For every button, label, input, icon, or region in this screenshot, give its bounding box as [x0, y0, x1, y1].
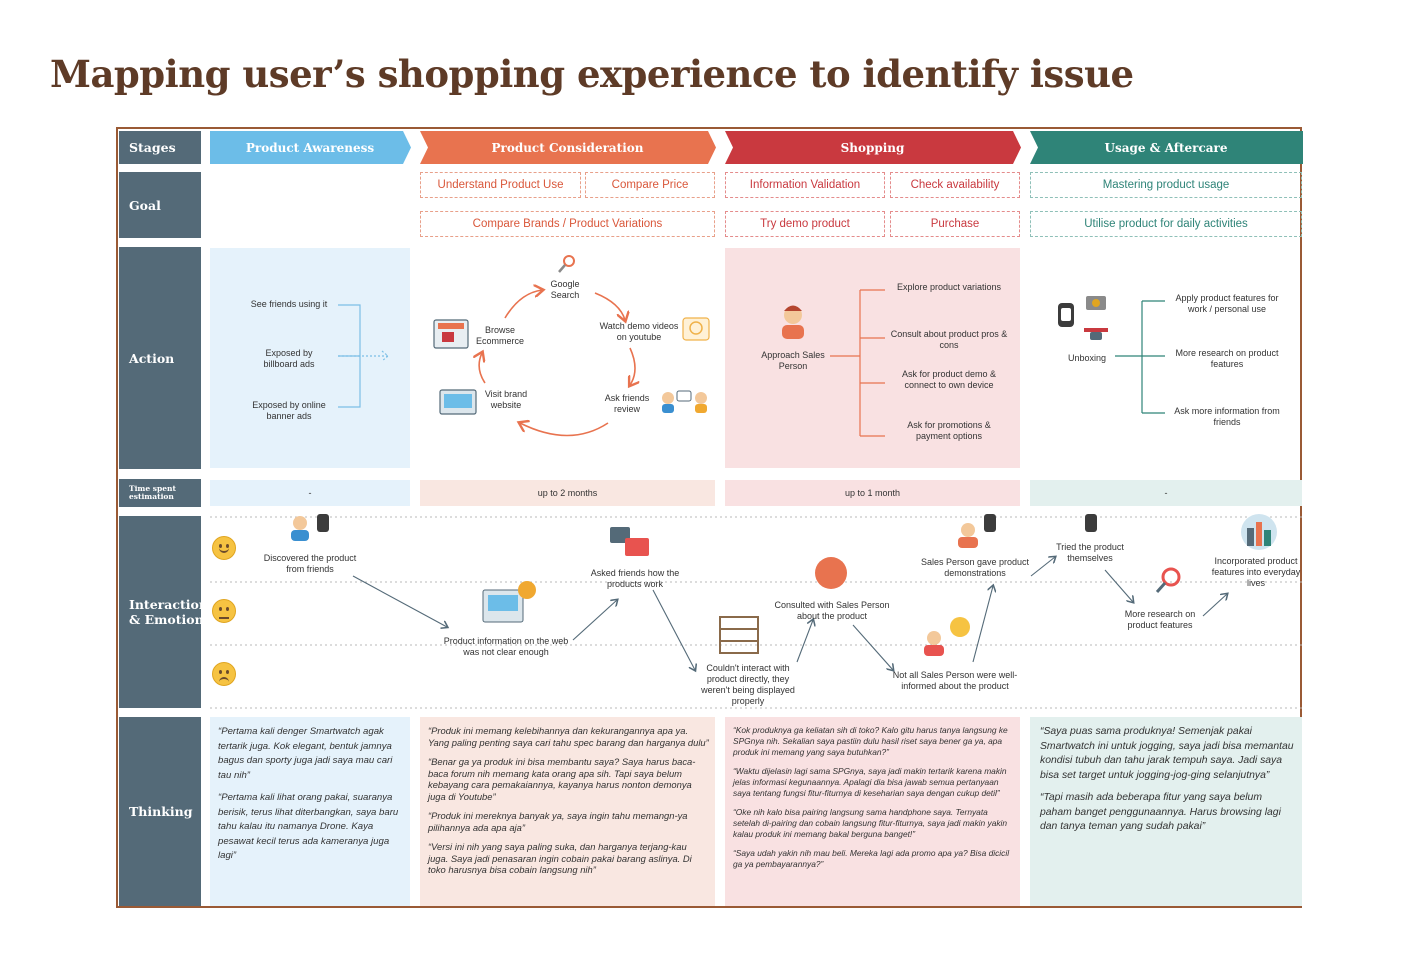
drone-icon: [1084, 328, 1108, 332]
action-visit-brand: Visit brand website: [484, 389, 528, 410]
friend-icon: [662, 392, 674, 404]
goal-utilise-product: Utilise product for daily activities: [1030, 211, 1302, 237]
time-consideration: up to 2 months: [420, 480, 715, 506]
action-ask-promotions: Ask for promotions & payment options: [907, 420, 991, 441]
goal-check-availability: Check availability: [890, 172, 1020, 198]
happy-face-icon: [212, 536, 236, 560]
interaction-incorporated: Incorporated product features into every…: [1211, 556, 1301, 588]
question-icon: [518, 581, 536, 599]
thinking-shopping: “Kok produknya ga keliatan sih di toko? …: [725, 717, 1020, 906]
quote: “Benar ga ya produk ini bisa membantu sa…: [428, 756, 696, 802]
action-ask-demo: Ask for product demo & connect to own de…: [901, 369, 997, 390]
quote: “Produk ini memang kelebihannya dan keku…: [428, 725, 709, 748]
speech-bubble-icon: [950, 617, 970, 637]
goal-compare-brands: Compare Brands / Product Variations: [420, 211, 715, 237]
shopping-connector: [782, 289, 885, 437]
action-watch-demo: Watch demo videos on youtube: [599, 321, 679, 342]
question-bubble-icon: [815, 557, 847, 589]
smartwatch-icon: [317, 514, 329, 532]
interaction-consulted: Consulted with Sales Person about the pr…: [774, 600, 890, 621]
quote: “Saya udah yakin nih mau beli. Mereka la…: [733, 848, 1010, 869]
quote: “Oke nih kalo bisa pairing langsung sama…: [733, 807, 1008, 839]
stage-usage-aftercare: Usage & Aftercare: [1104, 140, 1228, 155]
page-title: Mapping user’s shopping experience to id…: [50, 52, 1134, 96]
stage-shopping: Shopping: [840, 140, 905, 155]
goal-compare-price: Compare Price: [585, 172, 715, 198]
interaction-asked-friends: Asked friends how the products work: [590, 568, 680, 589]
action-google-search: Google Search: [550, 279, 580, 300]
interaction-not-informed: Not all Sales Person were well-informed …: [892, 670, 1018, 691]
stage-product-awareness: Product Awareness: [245, 140, 375, 155]
stage-arrows: [210, 131, 1303, 164]
goal-try-demo-product: Try demo product: [725, 211, 885, 237]
action-consult-pros-cons: Consult about product pros & cons: [890, 329, 1008, 350]
action-ask-more-info: Ask more information from friends: [1174, 406, 1280, 427]
interaction-more-research: More research on product features: [1124, 609, 1196, 630]
sad-face-icon: [212, 662, 236, 686]
action-panel-awareness: [210, 248, 410, 468]
quote: “Waktu dijelasin lagi sama SPGnya, saya …: [733, 766, 1007, 798]
watch-try-icon: [1085, 514, 1097, 532]
action-unboxing: Unboxing: [1067, 353, 1107, 363]
action-apply-features: Apply product features for work / person…: [1175, 293, 1279, 314]
interaction-couldnt-interact: Couldn't interact with product directly,…: [701, 663, 795, 706]
action-panel-shopping: [725, 248, 1020, 468]
interaction-discovered: Discovered the product from friends: [263, 553, 357, 574]
action-see-friends: See friends using it: [250, 299, 328, 309]
quote: “Tapi masih ada beberapa fitur yang saya…: [1040, 792, 1281, 832]
person-icon: [293, 516, 307, 530]
interaction-info-unclear: Product information on the web was not c…: [443, 636, 569, 657]
interaction-tried-product: Tried the product themselves: [1056, 542, 1124, 563]
neutral-face-icon: [212, 599, 236, 623]
consideration-cycle: [433, 255, 710, 437]
quote: “Produk ini mereknya banyak ya, saya ing…: [428, 810, 688, 833]
quote: “Versi ini nih yang saya paling suka, da…: [428, 841, 692, 875]
action-more-research: More research on product features: [1175, 348, 1279, 369]
sales-person-icon: [961, 523, 975, 537]
time-usage: -: [1030, 480, 1302, 506]
goal-understand-product-use: Understand Product Use: [420, 172, 581, 198]
row-label-interaction: Interaction & Emotion: [119, 516, 208, 708]
quote: “Kok produknya ga keliatan sih di toko? …: [733, 725, 1008, 757]
row-label-thinking: Thinking: [119, 717, 201, 906]
chat-icon: [610, 527, 630, 543]
action-explore-variations: Explore product variations: [896, 282, 1002, 292]
row-label-goal: Goal: [119, 172, 201, 238]
row-label-time: Time spent estimation: [119, 479, 201, 507]
goal-mastering-product-usage: Mastering product usage: [1030, 172, 1302, 198]
goal-information-validation: Information Validation: [725, 172, 885, 198]
shelf-icon: [719, 616, 759, 654]
time-shopping: up to 1 month: [725, 480, 1020, 506]
thinking-usage: “Saya puas sama produknya! Semenjak paka…: [1030, 717, 1302, 906]
row-label-action: Action: [119, 247, 201, 469]
action-online-banner: Exposed by online banner ads: [252, 400, 326, 421]
goal-purchase: Purchase: [890, 211, 1020, 237]
magnifier-icon: [1161, 567, 1181, 587]
search-icon: [563, 255, 575, 267]
thinking-consideration: “Produk ini memang kelebihannya dan keku…: [420, 717, 715, 906]
action-approach-sales: Approach Sales Person: [761, 350, 825, 371]
quote: “Pertama kali denger Smartwatch agak ter…: [218, 726, 393, 781]
awareness-connector: [338, 304, 389, 408]
action-billboard: Exposed by billboard ads: [263, 348, 315, 369]
usage-connector: [1058, 296, 1165, 414]
thinking-awareness: “Pertama kali denger Smartwatch agak ter…: [210, 717, 410, 906]
interaction-demonstrations: Sales Person gave product demonstrations: [920, 557, 1030, 578]
action-ask-friends: Ask friends review: [604, 393, 650, 414]
quote: “Saya puas sama produknya! Semenjak paka…: [1040, 726, 1294, 781]
stage-product-consideration: Product Consideration: [491, 140, 644, 155]
youtube-icon: [682, 317, 710, 341]
action-browse-ecommerce: Browse Ecommerce: [475, 325, 524, 346]
quote: “Pertama kali lihat orang pakai, suarany…: [218, 792, 399, 861]
emotion-graph: [210, 514, 1303, 709]
time-awareness: -: [210, 480, 410, 506]
row-label-stages: Stages: [119, 131, 201, 164]
